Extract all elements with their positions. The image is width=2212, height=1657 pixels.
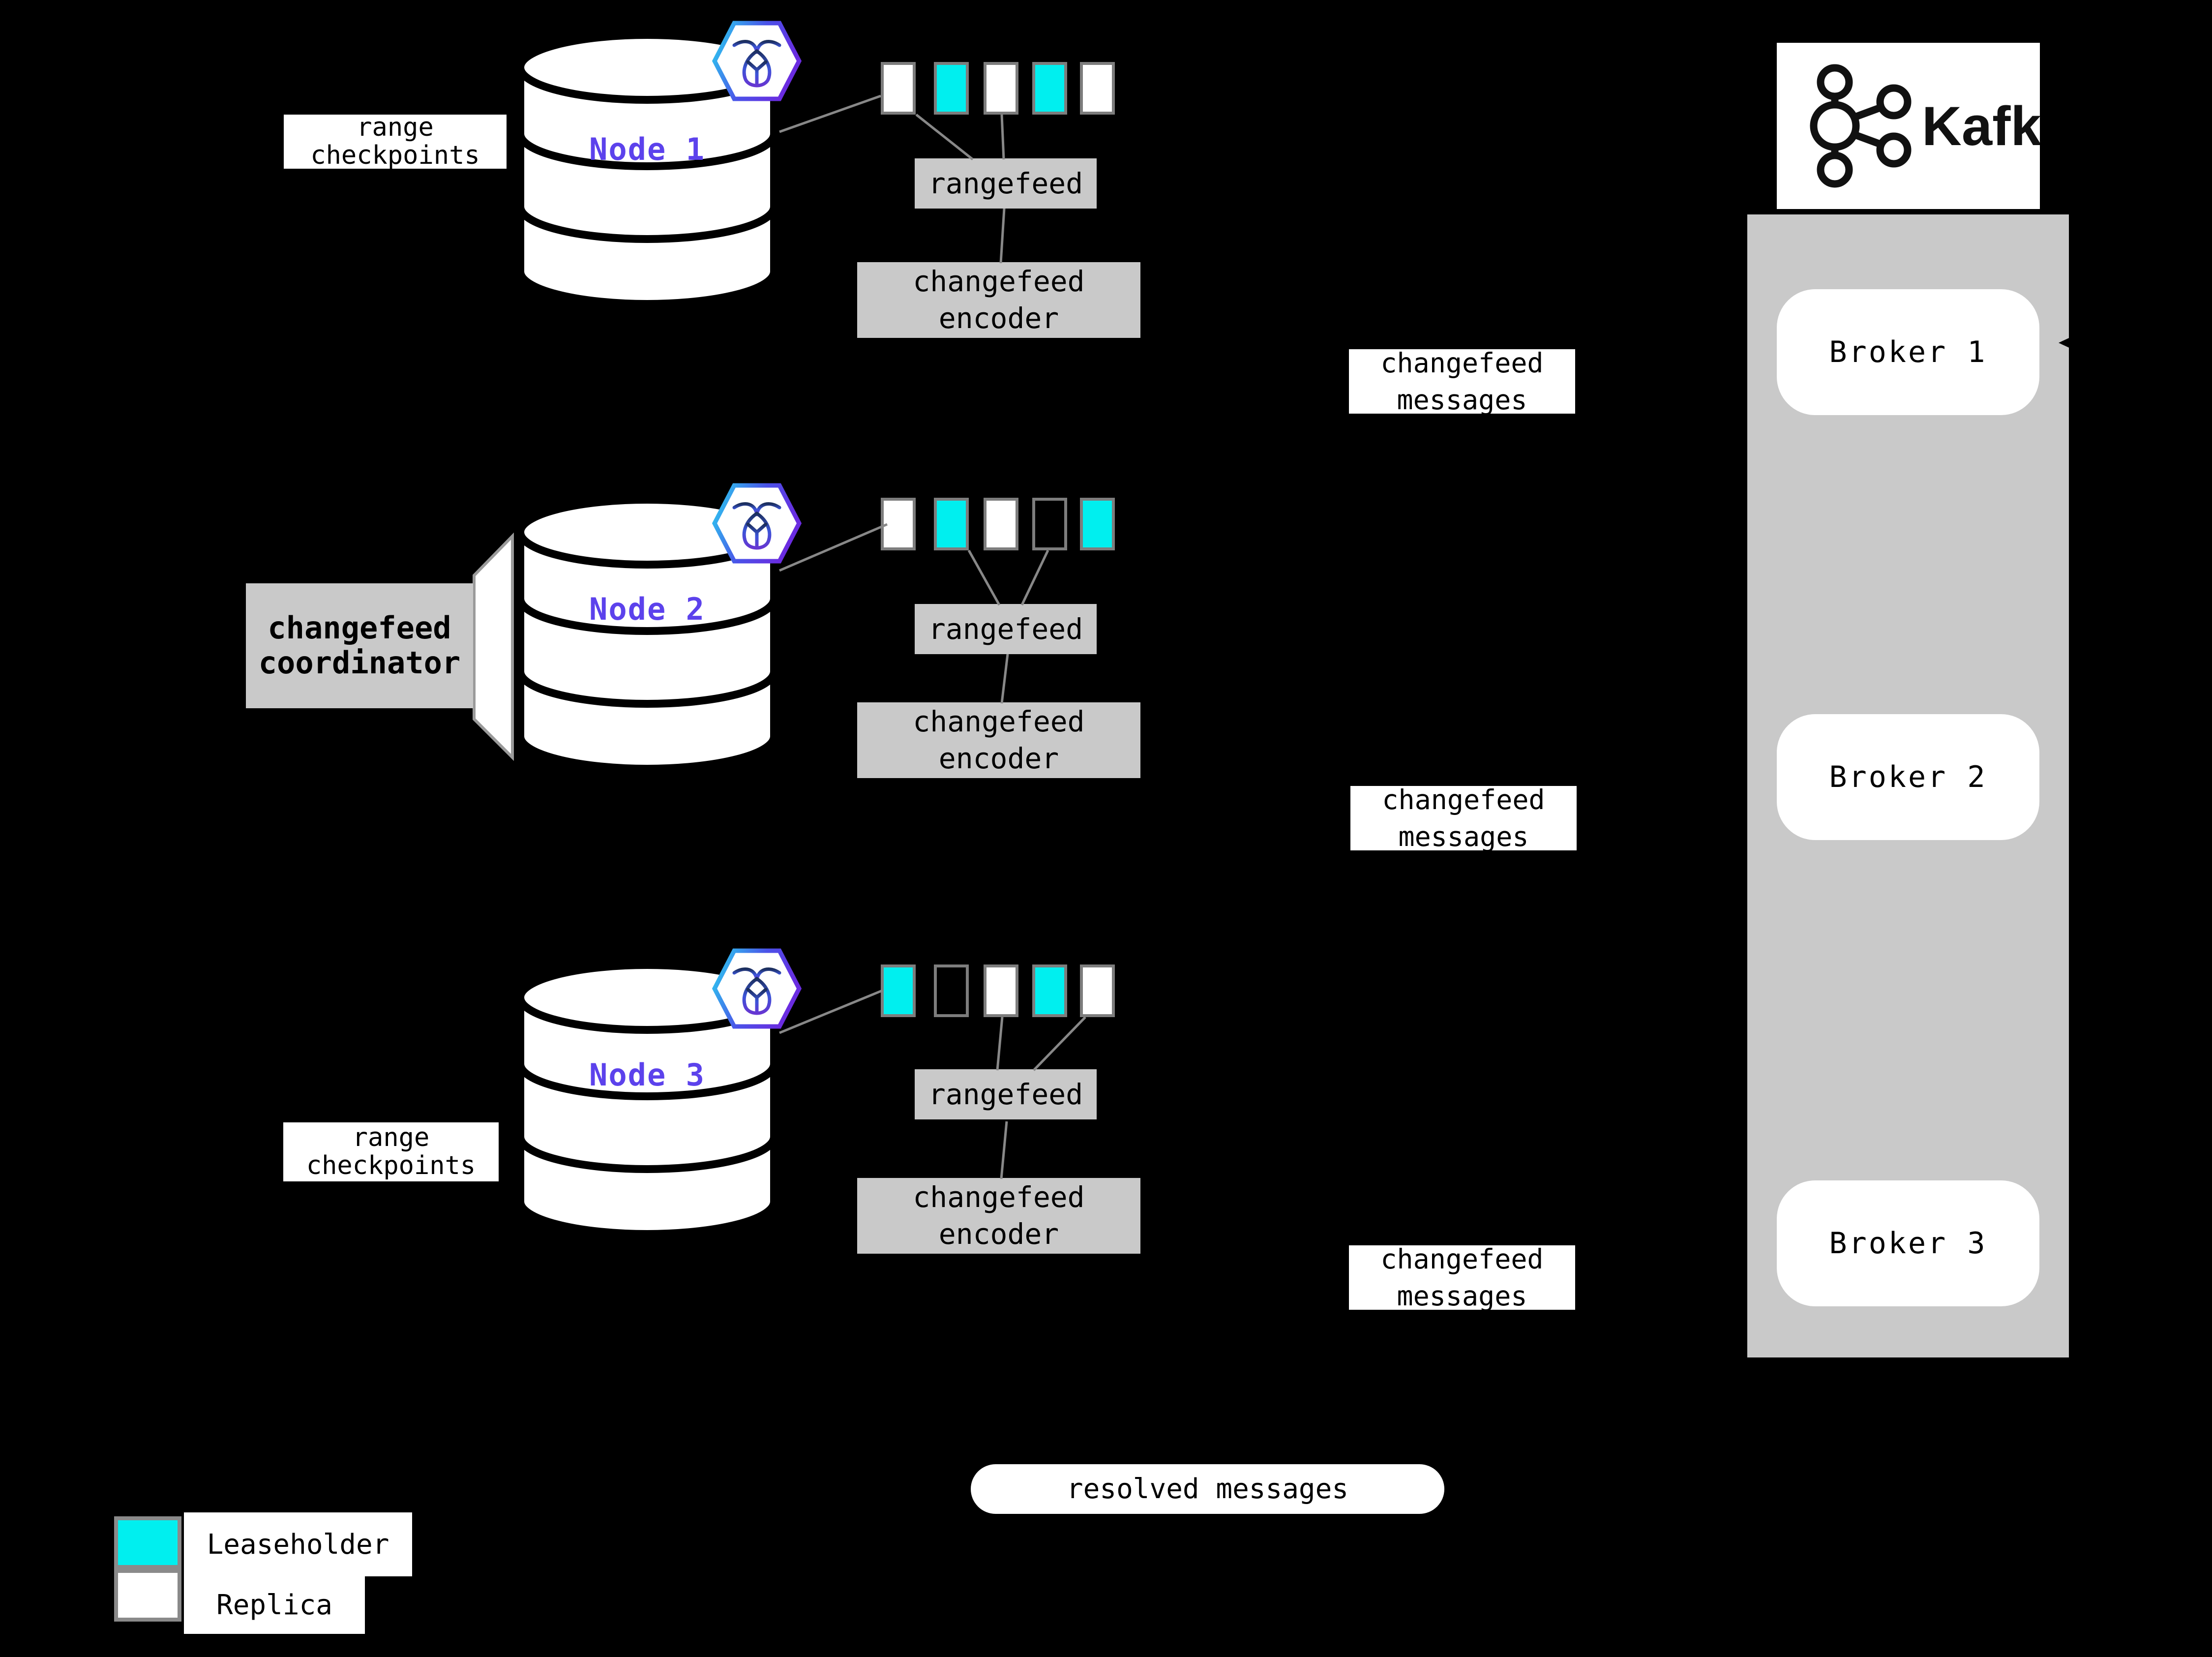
range-checkpoints-label: range checkpoints (284, 113, 507, 170)
node3-name: Node 3 (589, 1056, 705, 1093)
range-cell (934, 498, 969, 550)
range-cell (1080, 964, 1115, 1017)
range-cell (881, 964, 916, 1017)
range-cell (1032, 964, 1067, 1017)
kafka-logo-box: Kafka (1777, 43, 2040, 209)
rangefeed-box: rangefeed (915, 1069, 1097, 1119)
cockroachdb-logo-icon (712, 948, 802, 1029)
range-cell (1080, 62, 1115, 115)
broker-3-box: Broker 3 (1777, 1180, 2039, 1306)
node1-name: Node 1 (589, 131, 705, 167)
node2-name: Node 2 (589, 591, 705, 627)
changefeed-messages-label: changefeed messages (1349, 1243, 1575, 1312)
range-cell (1032, 498, 1067, 550)
range-cell (984, 964, 1018, 1017)
rangefeed-box: rangefeed (915, 604, 1097, 654)
changefeed-messages-label: changefeed messages (1350, 784, 1577, 852)
range-cell (881, 62, 916, 115)
kafka-logo-icon: Kafka (1810, 64, 2040, 188)
range-cell (934, 964, 969, 1017)
legend-leaseholder-swatch (114, 1516, 181, 1569)
broker-2-box: Broker 2 (1777, 714, 2039, 840)
legend-leaseholder-label: Leaseholder (184, 1512, 412, 1576)
cockroachdb-logo-icon (712, 483, 802, 564)
range-cell (881, 498, 916, 550)
rangefeed-box: rangefeed (915, 158, 1097, 209)
range-cell (984, 498, 1018, 550)
node3-cylinder (516, 961, 778, 1238)
kafka-title: Kafka (1922, 95, 2040, 157)
changefeed-coordinator-box: changefeed coordinator (246, 583, 473, 708)
range-cell (1080, 498, 1115, 550)
cockroachdb-logo-icon (712, 21, 802, 101)
coordinator-flag (473, 532, 514, 761)
broker-1-box: Broker 1 (1777, 289, 2039, 415)
range-cell (1032, 62, 1067, 115)
legend-replica-swatch (114, 1569, 181, 1622)
range-cell (934, 62, 969, 115)
changefeed-messages-label: changefeed messages (1349, 347, 1575, 416)
range-checkpoints-label: range checkpoints (283, 1122, 499, 1181)
resolved-messages-pill: resolved messages (971, 1464, 1444, 1514)
changefeed-encoder-box: changefeed encoder (857, 262, 1140, 338)
node1-cylinder (516, 31, 778, 308)
changefeed-encoder-box: changefeed encoder (857, 702, 1140, 778)
range-cell (984, 62, 1018, 115)
legend-replica-label: Replica (184, 1576, 365, 1634)
changefeed-encoder-box: changefeed encoder (857, 1178, 1140, 1254)
